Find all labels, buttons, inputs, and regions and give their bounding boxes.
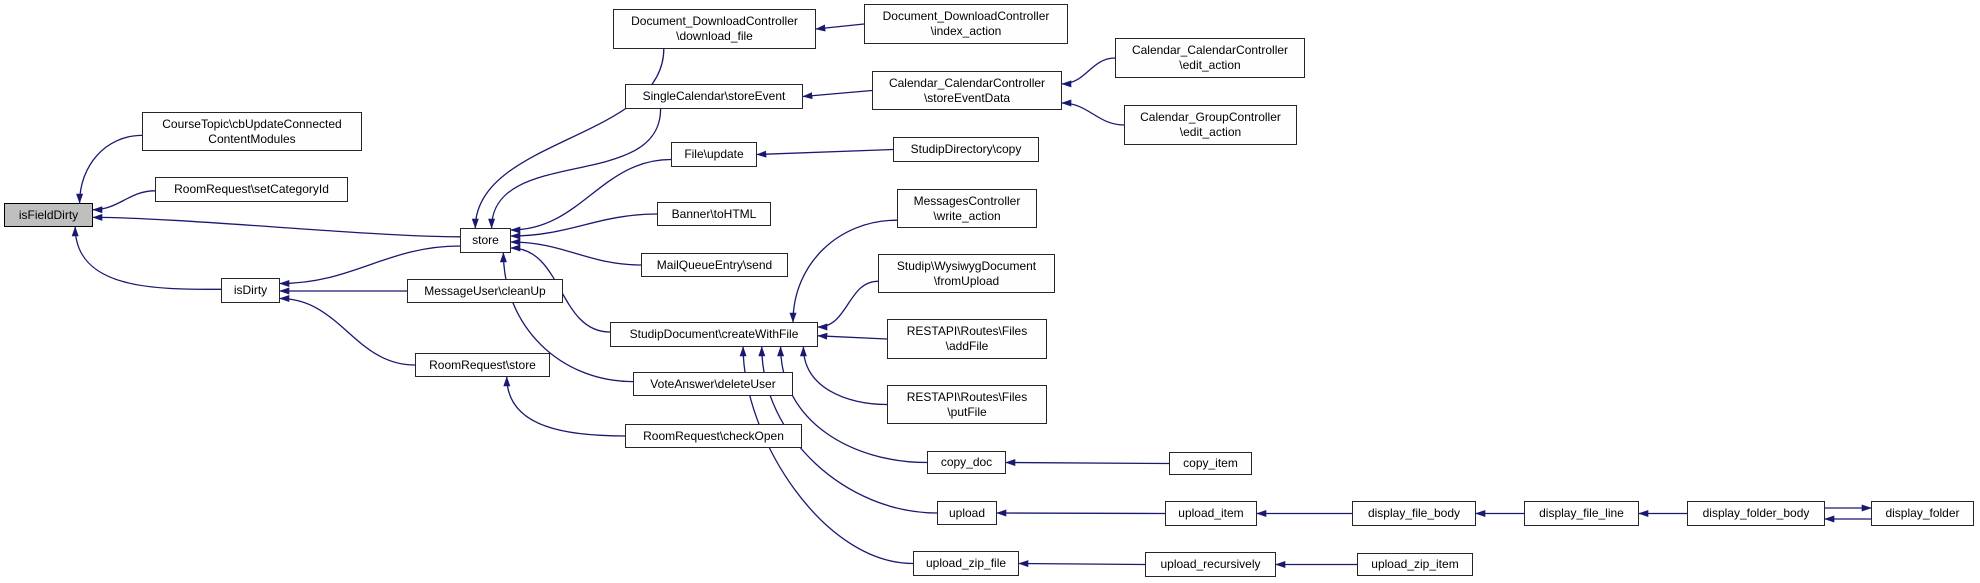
graph-node-isDirty[interactable]: isDirty: [221, 278, 280, 303]
graph-node-label: RESTAPI\Routes\Files \addFile: [906, 324, 1028, 353]
graph-node-calCalEdit[interactable]: Calendar_CalendarController \edit_action: [1115, 38, 1305, 78]
graph-node-label: display_folder: [1885, 506, 1960, 520]
graph-node-label: MessageUser\cleanUp: [424, 283, 546, 298]
graph-node-label: store: [472, 233, 499, 247]
graph-node-displayFolder[interactable]: display_folder: [1871, 501, 1974, 526]
graph-edge-uploadRecursively-to-uploadZipFile: [1018, 560, 1146, 568]
graph-node-label: Banner\toHTML: [671, 206, 757, 221]
graph-node-label: Document_DownloadController \download_fi…: [631, 14, 798, 43]
graph-node-label: Calendar_CalendarController \storeEventD…: [888, 75, 1046, 105]
graph-node-label: File\update: [684, 147, 744, 161]
graph-edge-calGroupEdit-to-storeEventData: [1061, 99, 1125, 126]
graph-node-copyDoc[interactable]: copy_doc: [927, 451, 1006, 474]
graph-node-label: Document_DownloadController \index_actio…: [882, 9, 1050, 38]
graph-edge-mailQueueSend-to-store: [510, 238, 642, 266]
graph-node-label: SingleCalendar\storeEvent: [642, 89, 786, 103]
graph-node-label: display_folder_body: [1702, 506, 1810, 520]
graph-edge-checkOpen-to-roomRequestStore: [503, 376, 626, 437]
graph-edge-downloadFile-to-store: [471, 48, 665, 229]
graph-node-addFile[interactable]: RESTAPI\Routes\Files \addFile: [887, 319, 1047, 359]
graph-node-fileUpdate[interactable]: File\update: [671, 142, 757, 167]
graph-edge-bannerToHTML-to-store: [510, 213, 658, 240]
graph-edge-fileUpdate-to-store: [510, 158, 672, 234]
graph-node-calGroupEdit[interactable]: Calendar_GroupController \edit_action: [1124, 105, 1297, 145]
graph-node-copyItem[interactable]: copy_item: [1169, 452, 1252, 475]
graph-node-label: MailQueueEntry\send: [656, 257, 773, 272]
graph-node-label: StudipDirectory\copy: [910, 142, 1022, 156]
graph-node-fromUpload[interactable]: Studip\WysiwygDocument \fromUpload: [878, 254, 1055, 293]
graph-node-displayFolderBody[interactable]: display_folder_body: [1687, 501, 1825, 526]
graph-node-setCategoryId[interactable]: RoomRequest\setCategoryId: [155, 177, 348, 202]
graph-node-label: RoomRequest\store: [429, 357, 536, 372]
graph-node-storeEventData[interactable]: Calendar_CalendarController \storeEventD…: [872, 71, 1062, 110]
graph-node-uploadZipFile[interactable]: upload_zip_file: [913, 551, 1019, 576]
graph-edge-courseTopicCb-to-isFieldDirty: [76, 134, 143, 204]
graph-node-label: upload_item: [1178, 506, 1244, 520]
graph-edge-studipDirCopy-to-fileUpdate: [756, 148, 894, 158]
graph-edge-uploadItem-to-upload: [996, 509, 1166, 517]
graph-node-label: upload: [948, 505, 986, 520]
graph-edge-writeAction-to-createWithFile: [789, 219, 898, 323]
graph-node-checkOpen[interactable]: RoomRequest\checkOpen: [625, 424, 802, 448]
graph-node-upload[interactable]: upload: [937, 501, 997, 525]
graph-node-createWithFile[interactable]: StudipDocument\createWithFile: [610, 322, 818, 347]
graph-node-label: Studip\WysiwygDocument \fromUpload: [896, 258, 1037, 288]
graph-node-putFile[interactable]: RESTAPI\Routes\Files \putFile: [887, 385, 1047, 424]
graph-node-label: upload_recursively: [1160, 557, 1261, 571]
graph-node-label: isDirty: [233, 283, 268, 297]
graph-node-courseTopicCb[interactable]: CourseTopic\cbUpdateConnected ContentMod…: [142, 112, 362, 151]
graph-edge-fromUpload-to-createWithFile: [817, 280, 879, 331]
graph-node-displayFileBody[interactable]: display_file_body: [1352, 501, 1476, 526]
graph-node-voteAnswerDelete[interactable]: VoteAnswer\deleteUser: [633, 372, 793, 396]
graph-edge-setCategoryId-to-isFieldDirty: [92, 190, 156, 214]
graph-node-displayFileLine[interactable]: display_file_line: [1524, 501, 1639, 526]
graph-edge-storeEvent-to-store: [488, 108, 662, 229]
graph-node-label: display_file_line: [1539, 506, 1624, 520]
graph-edge-calCalEdit-to-storeEventData: [1061, 57, 1116, 88]
graph-node-writeAction[interactable]: MessagesController \write_action: [897, 189, 1037, 228]
graph-node-label: MessagesController \write_action: [913, 193, 1021, 223]
graph-node-uploadItem[interactable]: upload_item: [1165, 501, 1257, 526]
graph-edge-addFile-to-createWithFile: [817, 332, 888, 340]
graph-edge-copyItem-to-copyDoc: [1005, 459, 1170, 467]
graph-node-uploadZipItem[interactable]: upload_zip_item: [1357, 553, 1473, 576]
graph-node-label: upload_zip_item: [1371, 557, 1459, 571]
graph-node-label: copy_item: [1183, 456, 1238, 470]
graph-edge-putFile-to-createWithFile: [799, 346, 888, 406]
graph-node-mailQueueSend[interactable]: MailQueueEntry\send: [641, 253, 788, 277]
graph-edge-storeEventData-to-storeEvent: [802, 89, 873, 100]
graph-node-label: Calendar_GroupController \edit_action: [1140, 110, 1281, 139]
graph-node-indexAction[interactable]: Document_DownloadController \index_actio…: [864, 4, 1068, 44]
graph-node-cleanUp[interactable]: MessageUser\cleanUp: [407, 279, 563, 303]
graph-node-bannerToHTML[interactable]: Banner\toHTML: [657, 202, 771, 226]
graph-edge-store-to-isFieldDirty: [92, 213, 461, 238]
graph-node-label: display_file_body: [1367, 506, 1461, 520]
graph-edge-indexAction-to-downloadFile: [815, 23, 865, 32]
graph-node-storeEvent[interactable]: SingleCalendar\storeEvent: [625, 84, 803, 109]
graph-node-label: RESTAPI\Routes\Files \putFile: [906, 389, 1028, 419]
graph-node-label: CourseTopic\cbUpdateConnected ContentMod…: [162, 116, 342, 146]
graph-edge-store-to-isDirty: [279, 245, 461, 287]
graph-node-label: RoomRequest\checkOpen: [643, 428, 784, 443]
graph-node-label: copy_doc: [940, 455, 993, 469]
graph-node-store[interactable]: store: [460, 228, 511, 253]
graph-node-uploadRecursively[interactable]: upload_recursively: [1145, 552, 1276, 577]
graph-node-label: Calendar_CalendarController \edit_action: [1131, 43, 1289, 72]
graph-node-roomRequestStore[interactable]: RoomRequest\store: [415, 353, 550, 377]
graph-node-label: RoomRequest\setCategoryId: [174, 182, 329, 196]
graph-edge-roomRequestStore-to-isDirty: [279, 295, 416, 366]
graph-node-downloadFile[interactable]: Document_DownloadController \download_fi…: [613, 9, 816, 49]
graph-node-label: isFieldDirty: [18, 207, 79, 222]
graph-node-label: upload_zip_file: [925, 556, 1007, 570]
graph-node-label: StudipDocument\createWithFile: [629, 327, 799, 341]
graph-node-studipDirCopy[interactable]: StudipDirectory\copy: [893, 137, 1039, 162]
graph-node-isFieldDirty[interactable]: isFieldDirty: [4, 203, 93, 227]
graph-node-label: VoteAnswer\deleteUser: [650, 376, 776, 391]
graph-edge-isDirty-to-isFieldDirty: [71, 226, 222, 290]
